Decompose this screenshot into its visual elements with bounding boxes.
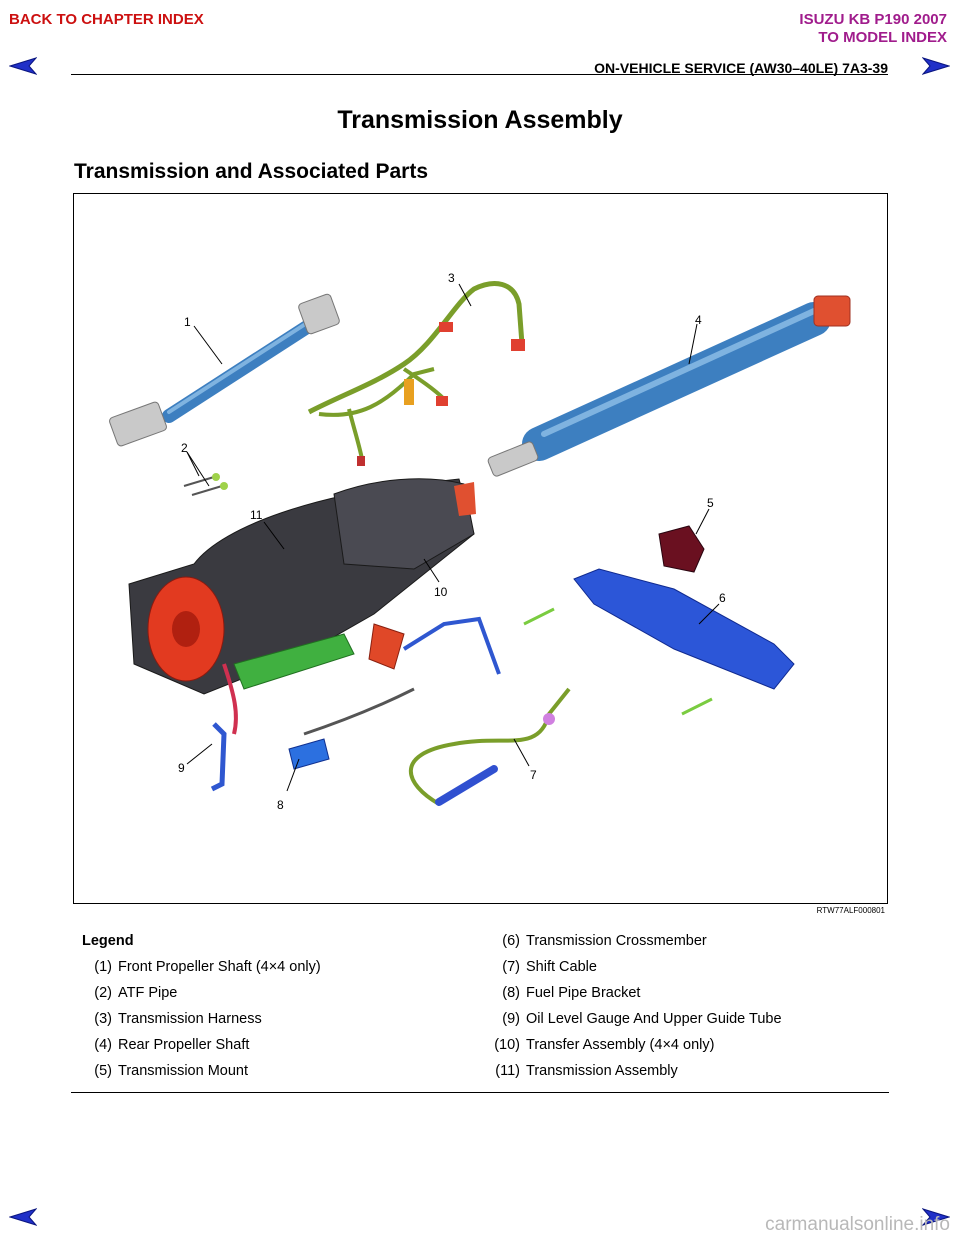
header-rule xyxy=(71,74,888,75)
next-page-arrow-icon[interactable] xyxy=(922,57,950,75)
legend-item-number: (4) xyxy=(94,1037,112,1053)
legend-item: (5) Transmission Mount xyxy=(82,1058,321,1084)
legend-item-label: Transfer Assembly (4×4 only) xyxy=(526,1037,715,1053)
legend-item-label: Transmission Crossmember xyxy=(526,933,707,949)
legend-item: (6) Transmission Crossmember xyxy=(488,928,782,954)
to-model-index-link[interactable]: TO MODEL INDEX xyxy=(818,29,947,46)
legend-item-label: Transmission Assembly xyxy=(526,1063,678,1079)
legend-item: (10) Transfer Assembly (4×4 only) xyxy=(488,1032,782,1058)
figure-code: RTW77ALF000801 xyxy=(816,906,885,915)
legend-item: (2) ATF Pipe xyxy=(82,980,321,1006)
shift-cable-drawing xyxy=(408,687,571,806)
callout-6: 6 xyxy=(719,591,726,605)
legend-item: (7) Shift Cable xyxy=(488,954,782,980)
callout-11: 11 xyxy=(250,508,263,522)
oil-level-gauge-drawing xyxy=(210,722,227,792)
legend-title: Legend xyxy=(82,933,134,949)
legend-item-label: Rear Propeller Shaft xyxy=(118,1037,250,1053)
rear-propeller-shaft-drawing xyxy=(487,295,851,477)
legend-left-column: Legend (1) Front Propeller Shaft (4×4 onl… xyxy=(82,928,321,1084)
legend-item-label: Transmission Harness xyxy=(118,1011,262,1027)
legend-item: (9) Oil Level Gauge And Upper Guide Tube xyxy=(488,1006,782,1032)
next-page-arrow-icon[interactable] xyxy=(922,1208,950,1226)
callout-5: 5 xyxy=(707,496,714,510)
watermark: carmanualsonline.info xyxy=(765,1214,950,1235)
callout-4: 4 xyxy=(695,313,702,327)
legend-item: (11) Transmission Assembly xyxy=(488,1058,782,1084)
transmission-mount-drawing xyxy=(658,525,705,573)
legend-item: (3) Transmission Harness xyxy=(82,1006,321,1032)
model-title-link[interactable]: ISUZU KB P190 2007 xyxy=(799,11,947,28)
legend-item-label: Transmission Mount xyxy=(118,1063,249,1079)
legend-item-number: (6) xyxy=(502,933,520,949)
legend-item-number: (2) xyxy=(94,985,112,1001)
callout-10: 10 xyxy=(434,585,448,599)
front-propeller-shaft-drawing xyxy=(109,293,340,447)
legend-item-number: (8) xyxy=(502,985,520,1001)
callout-1: 1 xyxy=(184,315,191,329)
callout-3: 3 xyxy=(448,271,455,285)
callout-2: 2 xyxy=(181,441,188,455)
section-header: ON-VEHICLE SERVICE (AW30–40LE) 7A3-39 xyxy=(594,60,888,76)
legend-item-number: (11) xyxy=(495,1063,520,1079)
callout-8: 8 xyxy=(277,798,284,812)
legend-item-number: (7) xyxy=(502,959,520,975)
legend-item-number: (3) xyxy=(94,1011,112,1027)
legend-item-number: (5) xyxy=(94,1063,112,1079)
back-to-chapter-index-link[interactable]: BACK TO CHAPTER INDEX xyxy=(9,11,204,28)
transmission-assembly-drawing xyxy=(128,478,476,735)
transmission-crossmember-drawing xyxy=(523,568,795,716)
legend-item-number: (10) xyxy=(494,1037,520,1053)
previous-page-arrow-icon[interactable] xyxy=(9,57,37,75)
legend-item-label: Oil Level Gauge And Upper Guide Tube xyxy=(526,1011,782,1027)
legend-item-label: Shift Cable xyxy=(526,959,597,975)
transmission-harness-drawing xyxy=(307,281,525,466)
legend-item-label: Front Propeller Shaft (4×4 only) xyxy=(118,959,321,975)
callout-leaders xyxy=(186,283,720,792)
footer-rule xyxy=(71,1092,889,1093)
fuel-pipe-bracket-drawing xyxy=(288,616,501,770)
legend-item-label: Fuel Pipe Bracket xyxy=(526,985,641,1001)
atf-pipe-drawing xyxy=(183,473,228,496)
exploded-parts-illustration: 1 2 3 4 5 6 7 8 9 10 11 xyxy=(73,193,888,904)
legend-item: (1) Front Propeller Shaft (4×4 only) xyxy=(82,954,321,980)
callout-7: 7 xyxy=(530,768,537,782)
legend-right-column: (6) Transmission Crossmember (7) Shift Cab… xyxy=(488,928,782,1084)
legend-item-number: (9) xyxy=(502,1011,520,1027)
previous-page-arrow-icon[interactable] xyxy=(9,1208,37,1226)
callout-9: 9 xyxy=(178,761,185,775)
section-title: Transmission and Associated Parts xyxy=(74,160,429,183)
legend-item-label: ATF Pipe xyxy=(118,985,178,1001)
page-title: Transmission Assembly xyxy=(337,106,623,134)
legend-item-number: (1) xyxy=(94,959,112,975)
legend-item: (8) Fuel Pipe Bracket xyxy=(488,980,782,1006)
legend-item: (4) Rear Propeller Shaft xyxy=(82,1032,321,1058)
